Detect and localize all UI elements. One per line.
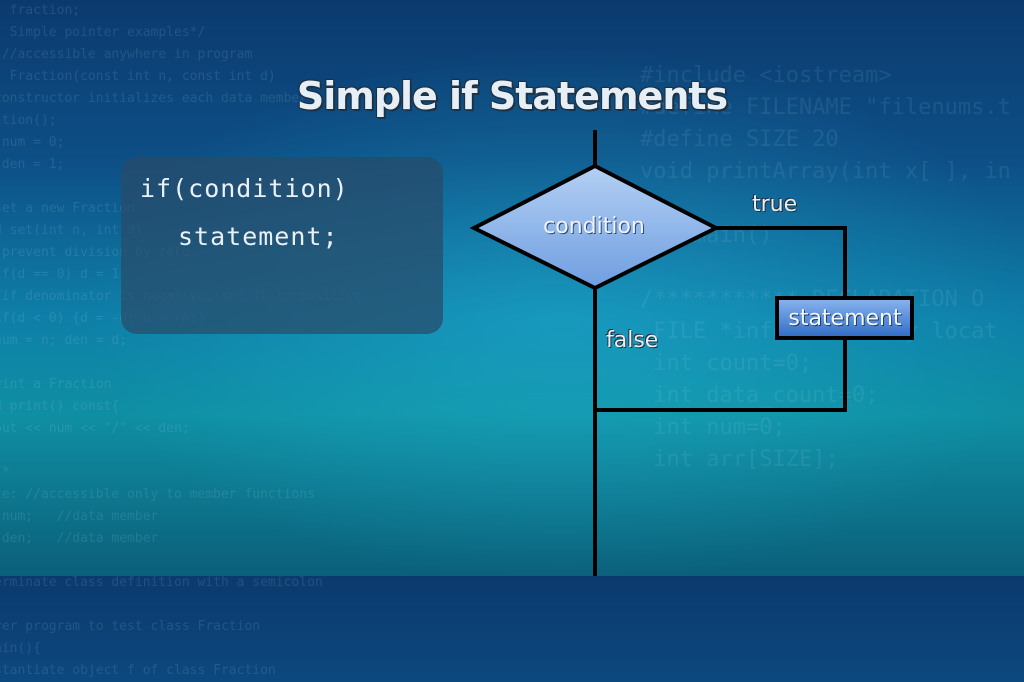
statement-box <box>775 296 914 340</box>
flowchart <box>469 130 914 576</box>
statement-label: statement <box>788 306 902 331</box>
true-branch-label: true <box>752 192 798 217</box>
flow-line-merge <box>595 338 847 412</box>
false-branch-label: false <box>606 328 659 353</box>
flow-line-true <box>716 226 847 298</box>
code-snippet-box <box>121 157 443 334</box>
slide-title: Simple if Statements <box>296 74 728 118</box>
code-line-statement: statement; <box>178 222 339 251</box>
decision-label: condition <box>543 214 645 239</box>
code-line-condition: if(condition) <box>140 174 349 203</box>
